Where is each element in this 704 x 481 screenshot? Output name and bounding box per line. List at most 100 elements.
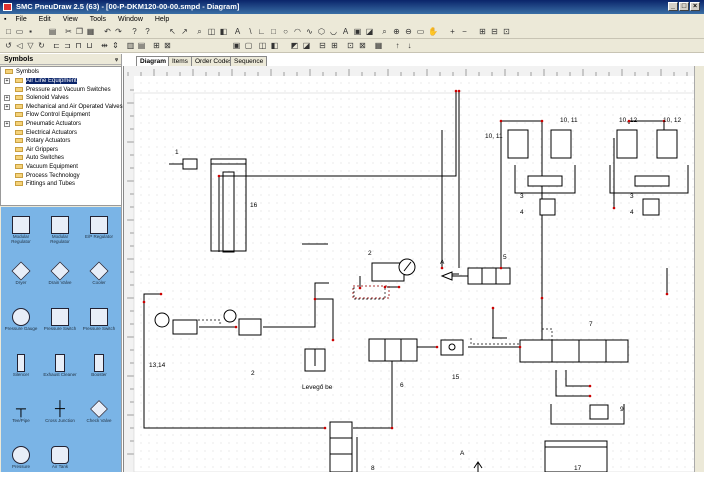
text-tool-icon[interactable]: A <box>234 27 241 36</box>
rotate-right-icon[interactable]: ↻ <box>38 41 45 50</box>
maximize-button[interactable]: □ <box>679 2 689 11</box>
save-icon[interactable]: ▪ <box>29 27 32 36</box>
pin-icon[interactable]: ᵩ <box>115 56 118 62</box>
paste-icon[interactable]: ▦ <box>86 27 95 36</box>
symbol-modular-regulator-2[interactable]: Modular Regulator <box>42 215 78 251</box>
expand-icon[interactable]: + <box>4 104 10 110</box>
fill-color-icon[interactable]: ◪ <box>365 27 374 36</box>
ellipse-tool-icon[interactable]: ○ <box>283 27 288 36</box>
menu-window[interactable]: Window <box>117 16 143 23</box>
diagram-canvas[interactable]: 1 16 2 A 5 10, 11 10, 11 10, 12 10, 12 3… <box>123 66 695 472</box>
find-icon[interactable]: ⌕ <box>382 27 387 36</box>
tree-item-auto-switches[interactable]: Auto Switches <box>15 154 64 163</box>
bring-forward-icon[interactable]: ↑ <box>395 41 400 50</box>
rectangle-tool-icon[interactable]: □ <box>271 27 276 36</box>
symbol-modular-regulator[interactable]: Modular Regulator <box>3 215 39 251</box>
align-right-icon[interactable]: ⊓ <box>75 41 82 50</box>
zoom-fit-icon[interactable]: ▭ <box>416 27 425 36</box>
tool-f-icon[interactable]: ⊞ <box>331 41 338 50</box>
snap-grid-icon[interactable]: ⊞ <box>153 41 160 50</box>
show-grid-icon[interactable]: ⊠ <box>164 41 171 50</box>
text-a-icon[interactable]: A <box>342 27 349 36</box>
tree-item-flow-control-equipment[interactable]: Flow Control Equipment <box>15 111 90 120</box>
symbol-pressure-source[interactable]: Pressure <box>3 445 39 481</box>
corner-line-icon[interactable]: ∟ <box>257 27 266 36</box>
arc2-tool-icon[interactable]: ◡ <box>330 27 337 36</box>
tree-item-fittings-tubes[interactable]: Fittings and Tubes <box>15 180 75 189</box>
send-backward-icon[interactable]: ↓ <box>407 41 412 50</box>
undo-icon[interactable]: ↶ <box>104 27 111 36</box>
image-tool-icon[interactable]: ▣ <box>353 27 362 36</box>
expand-icon[interactable]: + <box>4 121 10 127</box>
tab-diagram[interactable]: Diagram <box>136 56 171 66</box>
zoom-out-icon[interactable]: ◫ <box>207 27 216 36</box>
menu-tools[interactable]: Tools <box>89 16 107 23</box>
same-width-icon[interactable]: ▥ <box>126 41 135 50</box>
print-icon[interactable]: ▤ <box>48 27 57 36</box>
ungroup-icon[interactable]: ⊡ <box>503 27 510 36</box>
tab-sequence[interactable]: Sequence <box>230 56 268 66</box>
arc-tool-icon[interactable]: ◠ <box>294 27 301 36</box>
arrange-icon[interactable]: ⊞ <box>479 27 486 36</box>
flip-v-icon[interactable]: ▽ <box>27 41 34 50</box>
tree-item-air-line-equipment[interactable]: Air Line Equipment <box>15 77 77 86</box>
add-icon[interactable]: + <box>450 27 455 36</box>
tree-item-mechanical-air-operated-valves[interactable]: Mechanical and Air Operated Valves <box>15 103 123 112</box>
symbol-tee-pipe[interactable]: ┬Tee/Pipe <box>12 400 30 423</box>
tree-item-electrical-actuators[interactable]: Electrical Actuators <box>15 129 77 138</box>
tree-root[interactable]: Symbols <box>5 68 39 77</box>
cut-icon[interactable]: ✂ <box>65 27 72 36</box>
copy-icon[interactable]: ❐ <box>75 27 84 36</box>
tab-items[interactable]: Items <box>168 56 192 66</box>
minimize-button[interactable]: _ <box>668 2 678 11</box>
align-center-icon[interactable]: ⊐ <box>64 41 71 50</box>
align-left-icon[interactable]: ⊏ <box>53 41 60 50</box>
menu-help[interactable]: Help <box>154 16 170 23</box>
same-height-icon[interactable]: ▤ <box>137 41 146 50</box>
help-icon[interactable]: ? <box>132 27 137 36</box>
tool-a-icon[interactable]: ◫ <box>258 41 267 50</box>
tool-g-icon[interactable]: ⊡ <box>347 41 354 50</box>
symbol-dryer[interactable]: Dryer <box>3 261 39 297</box>
tree-item-air-grippers[interactable]: Air Grippers <box>15 146 58 155</box>
tool-i-icon[interactable]: ▦ <box>374 41 383 50</box>
symbol-silencer[interactable]: Silencer <box>3 353 39 389</box>
redo-icon[interactable]: ↷ <box>115 27 122 36</box>
symbol-cooler[interactable]: Cooler <box>81 261 117 297</box>
symbol-drain-valve[interactable]: Drain Valve <box>42 261 78 297</box>
polygon-tool-icon[interactable]: ⬡ <box>318 27 325 36</box>
menu-view[interactable]: View <box>62 16 78 23</box>
hand-icon[interactable]: ✋ <box>428 27 438 36</box>
distribute-h-icon[interactable]: ⇹ <box>101 41 108 50</box>
expand-icon[interactable]: + <box>4 95 10 101</box>
tree-item-pressure-vacuum-switches[interactable]: Pressure and Vacuum Switches <box>15 86 111 95</box>
tool-h-icon[interactable]: ⊠ <box>359 41 366 50</box>
expand-icon[interactable]: + <box>4 78 10 84</box>
doc-icon[interactable]: ▪ <box>4 16 7 23</box>
symbol-pressure-gauge[interactable]: Pressure Gauge <box>3 307 39 343</box>
tool-c-icon[interactable]: ◩ <box>290 41 299 50</box>
order-back-icon[interactable]: ▢ <box>244 41 253 50</box>
symbol-exhaust-cleaner[interactable]: Exhaust Cleaner <box>42 353 78 389</box>
symbol-check-valve[interactable]: Check Valve <box>81 399 117 435</box>
symbol-air-tank[interactable]: Air Tank <box>42 445 78 481</box>
connector-icon[interactable]: ↗ <box>181 27 188 36</box>
zoom-in2-icon[interactable]: ⊕ <box>393 27 400 36</box>
new-icon[interactable]: □ <box>6 27 11 36</box>
context-help-icon[interactable]: ? <box>145 27 150 36</box>
open-icon[interactable]: ▭ <box>15 27 24 36</box>
menu-edit[interactable]: Edit <box>38 16 51 23</box>
vertical-scrollbar[interactable] <box>694 66 704 472</box>
distribute-v-icon[interactable]: ⇕ <box>112 41 119 50</box>
flip-icon[interactable]: ◁ <box>16 41 23 50</box>
tool-b-icon[interactable]: ◧ <box>270 41 279 50</box>
tree-item-vacuum-equipment[interactable]: Vacuum Equipment <box>15 163 78 172</box>
remove-icon[interactable]: − <box>462 27 467 36</box>
symbol-pressure-switch-2[interactable]: Pressure Switch <box>81 307 117 343</box>
close-button[interactable]: × <box>690 2 700 11</box>
zoom-area-icon[interactable]: ⌕ <box>197 27 202 36</box>
tool-d-icon[interactable]: ◪ <box>302 41 311 50</box>
menu-file[interactable]: File <box>15 16 27 23</box>
symbol-ep-regulator[interactable]: E/P Regulator <box>81 215 117 251</box>
group-icon[interactable]: ⊟ <box>491 27 498 36</box>
